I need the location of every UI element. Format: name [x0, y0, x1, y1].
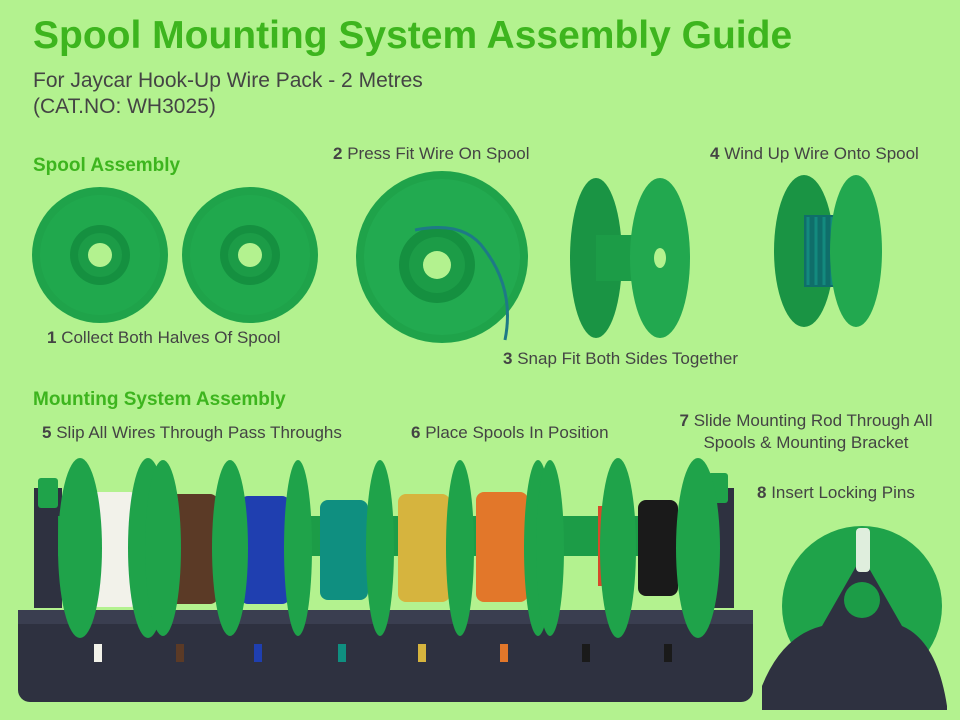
step-1-label: 1 Collect Both Halves Of Spool: [47, 328, 280, 348]
step-4-label: 4 Wind Up Wire Onto Spool: [710, 144, 919, 164]
step-text: Slide Mounting Rod Through All: [693, 411, 933, 430]
step-5-label: 5 Slip All Wires Through Pass Throughs: [42, 423, 342, 443]
step-number: 1: [47, 328, 57, 347]
spool-half-left-image: [32, 187, 168, 323]
assembled-spool-image: [570, 178, 690, 338]
step-number: 2: [333, 144, 343, 163]
section-spool-assembly: Spool Assembly: [33, 155, 181, 176]
step-7-label: 7 Slide Mounting Rod Through All Spools …: [664, 410, 948, 454]
step-8-label: 8 Insert Locking Pins: [757, 483, 915, 503]
step-number: 5: [42, 423, 52, 442]
wound-spool-image: [774, 175, 882, 327]
step-number: 8: [757, 483, 767, 502]
step-text: Slip All Wires Through Pass Throughs: [56, 423, 342, 442]
section-mounting-assembly: Mounting System Assembly: [33, 389, 286, 410]
locking-pin-image: [762, 526, 947, 710]
step-number: 4: [710, 144, 720, 163]
step-text: Press Fit Wire On Spool: [347, 144, 530, 163]
page-title: Spool Mounting System Assembly Guide: [33, 14, 793, 57]
subtitle-line-1: For Jaycar Hook-Up Wire Pack - 2 Metres: [33, 69, 423, 92]
step-number: 6: [411, 423, 421, 442]
step-number: 7: [679, 411, 689, 430]
step-text: Insert Locking Pins: [771, 483, 915, 502]
subtitle-line-2: (CAT.NO: WH3025): [33, 95, 216, 118]
step-3-label: 3 Snap Fit Both Sides Together: [503, 349, 738, 369]
step-text: Collect Both Halves Of Spool: [61, 328, 281, 347]
subtitle: For Jaycar Hook-Up Wire Pack - 2 Metres …: [33, 68, 423, 120]
step-text-line-2: Spools & Mounting Bracket: [703, 433, 909, 452]
spool-half-right-image: [182, 187, 318, 323]
step-text: Place Spools In Position: [425, 423, 609, 442]
step-text: Snap Fit Both Sides Together: [517, 349, 739, 368]
mounting-system-image: [18, 458, 753, 702]
step-text: Wind Up Wire Onto Spool: [724, 144, 919, 163]
step-6-label: 6 Place Spools In Position: [411, 423, 609, 443]
step-2-label: 2 Press Fit Wire On Spool: [333, 144, 530, 164]
press-fit-wire-image: [356, 171, 528, 343]
step-number: 3: [503, 349, 513, 368]
